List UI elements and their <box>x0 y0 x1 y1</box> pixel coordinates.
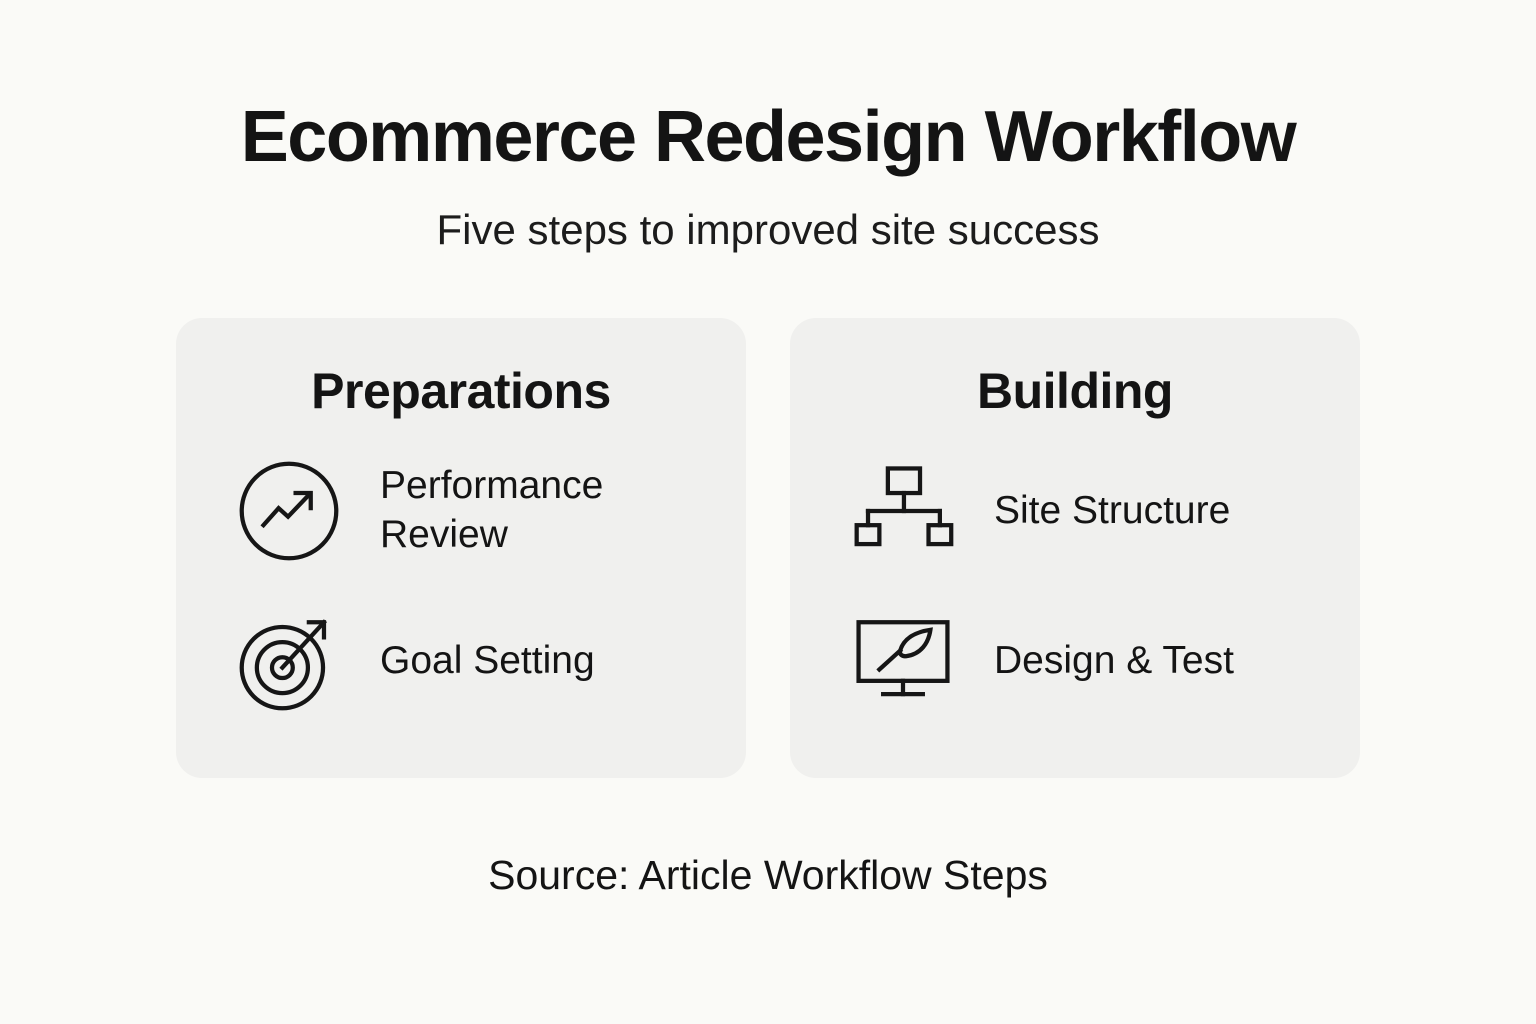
item-label: Site Structure <box>994 488 1231 532</box>
source-caption: Source: Article Workflow Steps <box>488 852 1048 898</box>
card-building: Building Site Struct <box>790 318 1360 778</box>
cards-row: Preparations Performance Review <box>176 318 1360 778</box>
card-title: Preparations <box>311 363 611 419</box>
trend-chart-icon <box>234 456 344 566</box>
monitor-pen-icon <box>848 606 958 716</box>
item-label: Performance Review <box>380 464 604 556</box>
list-item: Goal Setting <box>234 606 706 716</box>
target-arrow-icon <box>234 606 344 716</box>
card-items: Site Structure Design & Test <box>830 456 1320 716</box>
card-title: Building <box>977 363 1173 419</box>
list-item: Performance Review <box>234 456 706 566</box>
sitemap-icon <box>848 456 958 566</box>
list-item: Design & Test <box>848 606 1320 716</box>
list-item: Site Structure <box>848 456 1320 566</box>
card-items: Performance Review Goal Setting <box>216 456 706 716</box>
item-label: Goal Setting <box>380 638 595 682</box>
card-preparations: Preparations Performance Review <box>176 318 746 778</box>
page-title: Ecommerce Redesign Workflow <box>240 97 1297 177</box>
item-label: Design & Test <box>994 638 1234 682</box>
page-subtitle: Five steps to improved site success <box>436 206 1100 253</box>
